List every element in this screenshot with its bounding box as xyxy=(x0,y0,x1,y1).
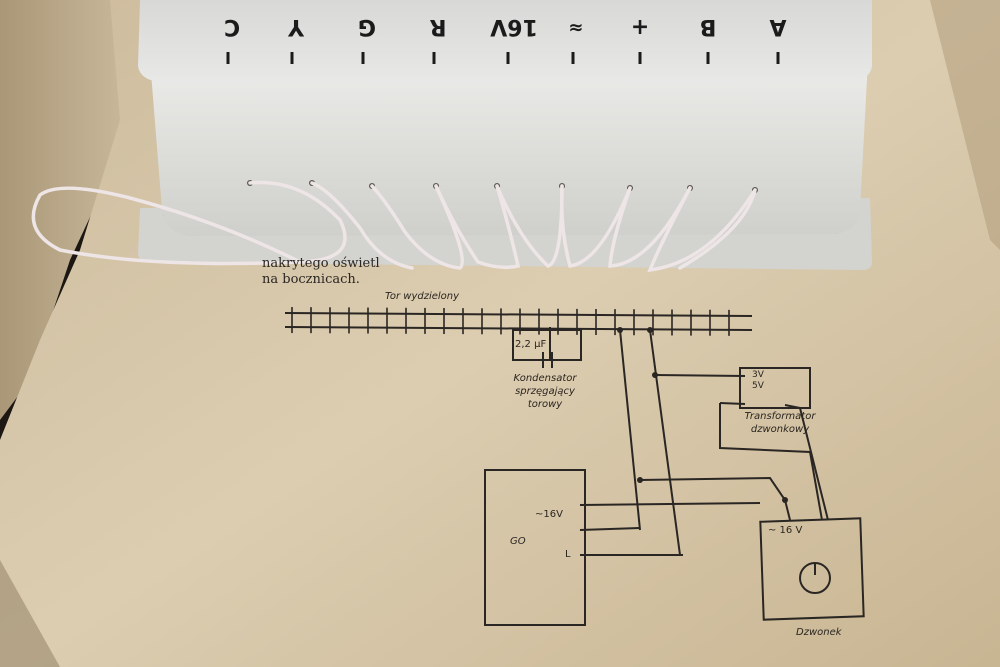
terminal-label-b: B xyxy=(699,14,717,39)
transformer-taps: 3V 5V xyxy=(752,370,764,391)
circuit-diagram xyxy=(284,307,865,626)
box-top xyxy=(138,0,872,82)
terminal-label-plus: + xyxy=(630,14,650,39)
capacitor-caption: Kondensator sprzęgający torowy xyxy=(513,373,577,410)
terminal-label-ac: ≈ xyxy=(568,17,584,38)
track-rail-top xyxy=(284,312,753,317)
terminal-label-16v: 16V xyxy=(490,14,538,39)
doc-text-line-1: nakrytego oświetl xyxy=(262,256,380,271)
junction-box xyxy=(138,0,872,270)
bell-voltage: ~ 16 V xyxy=(768,525,803,536)
controller-label-l: L xyxy=(565,549,571,560)
doc-text-line-2: na bocznicach. xyxy=(262,272,360,287)
controller-box xyxy=(484,469,586,626)
bell-box xyxy=(759,517,865,621)
terminal-label-c: C xyxy=(223,14,241,39)
controller-voltage: ~16V xyxy=(535,509,563,520)
terminal-label-a: A xyxy=(769,14,787,39)
track-rail-bottom xyxy=(284,326,753,331)
terminal-label-y: Y xyxy=(288,14,304,39)
wire-coil xyxy=(31,180,757,273)
terminal-label-g: G xyxy=(357,14,377,39)
transformer-caption: Transformator dzwonkowy xyxy=(744,411,816,435)
transformer-box xyxy=(739,367,811,409)
track-label: Tor wydzielony xyxy=(385,291,460,302)
bell-caption: Dzwonek xyxy=(796,627,842,638)
controller-label-go: GO xyxy=(510,536,526,547)
terminal-label-r: R xyxy=(429,14,447,39)
capacitor-loop xyxy=(512,329,582,361)
capacitor-value: 2,2 μF xyxy=(515,339,547,350)
